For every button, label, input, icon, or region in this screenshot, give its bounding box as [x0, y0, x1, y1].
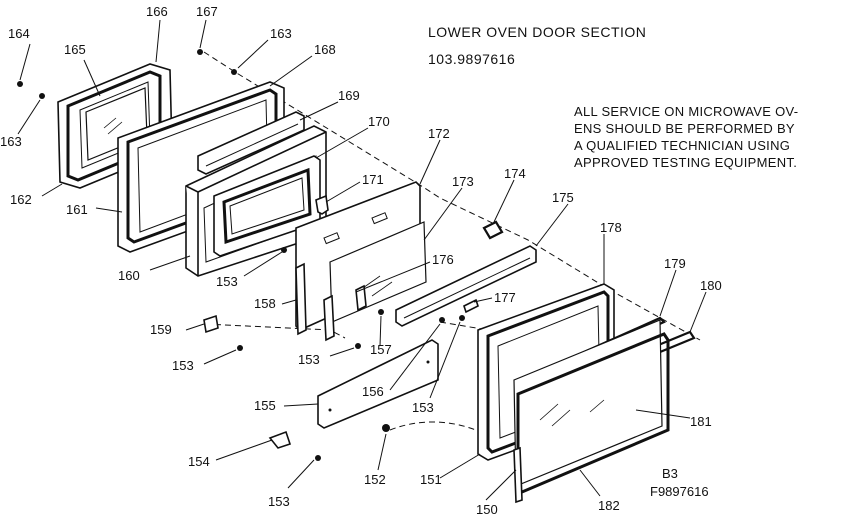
label-159: 159: [150, 322, 172, 337]
screw-153d: [459, 315, 465, 321]
screws: [17, 49, 465, 461]
service-note-line-3: A QUALIFIED TECHNICIAN USING: [574, 138, 790, 153]
label-165: 165: [64, 42, 86, 57]
label-150: 150: [476, 502, 498, 516]
screw-167: [197, 49, 203, 55]
label-153-c: 153: [298, 352, 320, 367]
part-171-clip: [315, 194, 329, 215]
label-153-a: 153: [216, 274, 238, 289]
label-178: 178: [600, 220, 622, 235]
label-181: 181: [690, 414, 712, 429]
label-153-d: 153: [412, 400, 434, 415]
figure-code: F9897616: [650, 484, 709, 499]
screw-164: [17, 81, 23, 87]
leader-lines: [17, 19, 707, 501]
part-176-bracket: [355, 284, 367, 312]
part-155-lower-plate: [317, 339, 439, 429]
model-number: 103.9897616: [428, 51, 515, 67]
part-177-tab: [463, 298, 479, 314]
part-number-labels: 164 163 165 166 167 163 168 169 170 171 …: [0, 4, 722, 516]
service-note-line-2: ENS SHOULD BE PERFORMED BY: [574, 121, 795, 136]
part-169-top-channel: [197, 111, 305, 175]
screw-153a: [281, 247, 287, 253]
page-code: B3: [662, 466, 678, 481]
label-164: 164: [8, 26, 30, 41]
label-160: 160: [118, 268, 140, 283]
label-170: 170: [368, 114, 390, 129]
label-182: 182: [598, 498, 620, 513]
label-167: 167: [196, 4, 218, 19]
label-174: 174: [504, 166, 526, 181]
screw-163b: [231, 69, 237, 75]
label-163-top: 163: [270, 26, 292, 41]
label-158: 158: [254, 296, 276, 311]
label-166: 166: [146, 4, 168, 19]
label-156: 156: [362, 384, 384, 399]
part-174-bumper: [482, 220, 504, 240]
screw-153b: [237, 345, 243, 351]
label-168: 168: [314, 42, 336, 57]
label-173: 173: [452, 174, 474, 189]
axis-line-159: [204, 323, 346, 339]
label-180: 180: [700, 278, 722, 293]
label-153-e: 153: [268, 494, 290, 509]
service-note-line-1: ALL SERVICE ON MICROWAVE OV-: [574, 104, 798, 119]
label-176: 176: [432, 252, 454, 267]
label-169: 169: [338, 88, 360, 103]
diagram-title: LOWER OVEN DOOR SECTION: [428, 24, 646, 40]
label-152: 152: [364, 472, 386, 487]
part-150-side-strip: [513, 446, 523, 504]
label-175: 175: [552, 190, 574, 205]
part-154-bracket: [268, 430, 292, 449]
label-161: 161: [66, 202, 88, 217]
label-177: 177: [494, 290, 516, 305]
label-153-b: 153: [172, 358, 194, 373]
label-151: 151: [420, 472, 442, 487]
label-154: 154: [188, 454, 210, 469]
screw-153e: [315, 455, 321, 461]
label-179: 179: [664, 256, 686, 271]
part-175-channel: [395, 245, 537, 327]
screw-153c: [355, 343, 361, 349]
screw-152: [382, 424, 390, 432]
service-note: ALL SERVICE ON MICROWAVE OV- ENS SHOULD …: [574, 104, 798, 170]
part-158-side-bar: [295, 262, 335, 342]
label-162: 162: [10, 192, 32, 207]
part-159-bracket: [203, 314, 219, 334]
label-155: 155: [254, 398, 276, 413]
label-163-left: 163: [0, 134, 22, 149]
label-171: 171: [362, 172, 384, 187]
screw-163a: [39, 93, 45, 99]
label-172: 172: [428, 126, 450, 141]
service-note-line-4: APPROVED TESTING EQUIPMENT.: [574, 155, 797, 170]
screw-157: [378, 309, 384, 315]
label-157: 157: [370, 342, 392, 357]
screw-156: [439, 317, 445, 323]
